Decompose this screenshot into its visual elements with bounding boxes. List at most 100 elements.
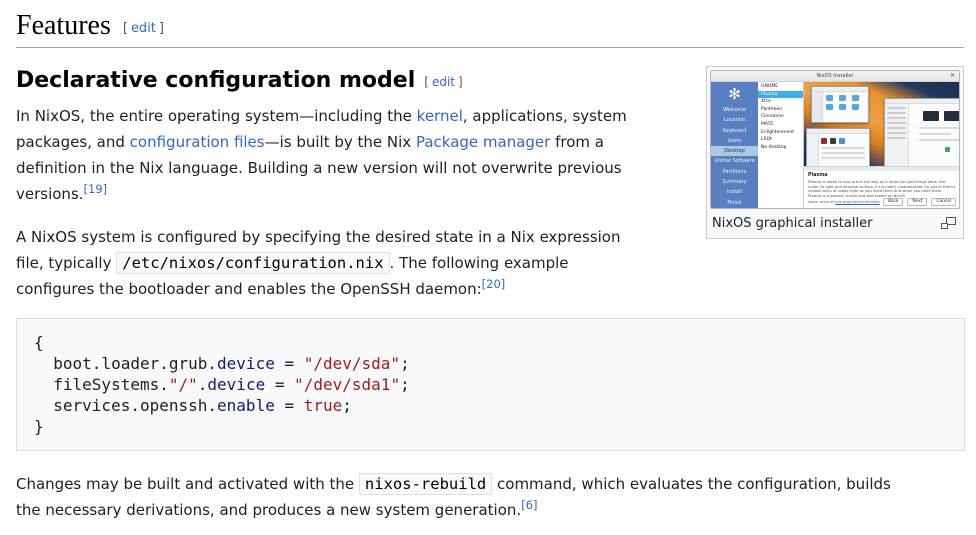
- taskbar: [804, 166, 959, 171]
- folder-icon: [839, 95, 846, 101]
- text-run: packages, and: [16, 133, 130, 151]
- subsection-heading-row: Declarative configuration model[edit]: [16, 66, 463, 96]
- wiki-link[interactable]: kernel: [416, 107, 463, 125]
- code-token: services.openssh.: [34, 396, 218, 415]
- installer-step-unfree-software[interactable]: Unfree Software: [714, 158, 755, 165]
- paragraph: A NixOS system is configured by specifyi…: [16, 224, 716, 302]
- back-button[interactable]: Back: [882, 198, 904, 206]
- desktop-option-lxqt[interactable]: LXQt: [761, 137, 772, 143]
- code-token: fileSystems.: [34, 375, 169, 394]
- text-run: Changes may be built and activated with …: [16, 475, 359, 493]
- code-token: enable: [217, 396, 275, 415]
- thumbnail-caption: NixOS graphical installer: [712, 216, 873, 231]
- installer-step-install[interactable]: Install: [726, 189, 743, 196]
- settings-side-pane: [885, 104, 909, 166]
- edit-bracket: ]: [458, 75, 463, 89]
- installer-step-summary[interactable]: Summary: [722, 179, 747, 186]
- installer-step-keyboard[interactable]: Keyboard: [722, 127, 747, 134]
- list-line: [821, 152, 865, 154]
- desktop-option-gnome[interactable]: GNOME: [761, 84, 779, 89]
- installer-step-location[interactable]: Location: [723, 117, 746, 124]
- installer-step-partitions[interactable]: Partitions: [722, 168, 747, 175]
- edit-section: [edit]: [424, 75, 462, 89]
- monitor-icon: [923, 111, 939, 121]
- enlarge-icon[interactable]: [941, 217, 956, 229]
- app-icon: [821, 138, 827, 144]
- code-token: }: [34, 417, 44, 436]
- installer-step-finish[interactable]: Finish: [727, 199, 742, 206]
- reference-link[interactable]: [19]: [83, 182, 108, 196]
- text-run: the necessary derivations, and produces …: [16, 501, 522, 519]
- monitor-icon: [944, 111, 959, 121]
- text-run: command, which evaluates the configurati…: [492, 475, 891, 493]
- list-line: [821, 157, 865, 159]
- text-run: . The following example: [389, 254, 569, 272]
- desktop-option-xfce[interactable]: Xfce: [761, 99, 771, 105]
- installer-step-users[interactable]: Users: [727, 137, 742, 144]
- wiki-link[interactable]: Package manager: [415, 133, 551, 151]
- code-token: device: [217, 354, 275, 373]
- app-icon-row: [821, 138, 869, 144]
- learn-more-link[interactable]: kde.org/plasma-desktop: [835, 199, 880, 204]
- enlarge-icon-rect: [941, 223, 948, 229]
- file-manager-window: [811, 86, 869, 123]
- cancel-button[interactable]: Cancel: [931, 198, 956, 206]
- system-settings-window: [884, 98, 959, 167]
- learn-more-prefix: Learn more at: [808, 199, 836, 204]
- code-line: services.openssh.enable = true;: [34, 395, 947, 416]
- enlarge-icon-rect: [946, 217, 956, 225]
- reference-link[interactable]: [20]: [481, 277, 506, 291]
- text-run: from a: [550, 133, 604, 151]
- code-line: {: [34, 332, 947, 353]
- desktop-option-mate[interactable]: MATE: [761, 121, 774, 127]
- edit-link[interactable]: edit: [130, 21, 156, 36]
- desktop-option-plasma[interactable]: Plasma: [758, 90, 803, 99]
- desktop-option-enlightenment[interactable]: Enlightenment: [761, 129, 795, 135]
- desktop-option-no-desktop[interactable]: No desktop: [761, 144, 787, 150]
- desktop-option-pantheon[interactable]: Pantheon: [761, 106, 783, 112]
- list-line: [919, 139, 959, 141]
- text-run: , applications, system: [462, 107, 627, 125]
- monitor-previews: [923, 111, 959, 121]
- window-side-pane: [812, 92, 823, 122]
- code-block: { boot.loader.grub.device = "/dev/sda"; …: [16, 318, 965, 451]
- list-line: [887, 107, 906, 109]
- list-line: [887, 122, 906, 124]
- next-button[interactable]: Next: [907, 198, 928, 206]
- folder-icon: [852, 104, 859, 110]
- nixos-snowflake-icon: ✻: [728, 85, 741, 103]
- inline-code: /etc/nixos/configuration.nix: [116, 252, 390, 274]
- section-heading-row: Features[edit]: [16, 8, 964, 48]
- code-token: boot.loader.grub.: [34, 354, 218, 373]
- installer-step-desktop[interactable]: Desktop: [711, 146, 758, 157]
- text-run: —is built by the Nix: [264, 133, 416, 151]
- desktop-option-cinnamon[interactable]: Cinnamon: [761, 114, 784, 120]
- edit-link[interactable]: edit: [431, 75, 455, 89]
- installer-step-welcome[interactable]: Welcome: [723, 107, 746, 113]
- edit-bracket: ]: [158, 21, 164, 36]
- reference-link[interactable]: [6]: [521, 498, 538, 512]
- list-line: [821, 147, 865, 149]
- list-line: [887, 132, 906, 134]
- desktop-description-panel: Plasma Plasma is made to stay out of the…: [804, 171, 959, 208]
- code-token: "/": [168, 375, 198, 394]
- wiki-link[interactable]: configuration files: [129, 133, 265, 151]
- code-token: ;: [400, 375, 410, 394]
- code-token: .: [197, 375, 208, 394]
- edit-section: [edit]: [123, 21, 164, 36]
- window-toolbar: [807, 129, 869, 134]
- list-line: [919, 127, 959, 129]
- code-token: =: [274, 354, 304, 373]
- code-token: true: [303, 396, 343, 415]
- list-line: [887, 137, 906, 139]
- folder-icon-grid: [826, 95, 868, 110]
- code-line: boot.loader.grub.device = "/dev/sda";: [34, 353, 947, 374]
- folder-icon: [852, 95, 859, 101]
- app-icon: [839, 138, 845, 144]
- text-run: versions.: [16, 185, 84, 203]
- text-run: In NixOS, the entire operating system—in…: [16, 107, 417, 125]
